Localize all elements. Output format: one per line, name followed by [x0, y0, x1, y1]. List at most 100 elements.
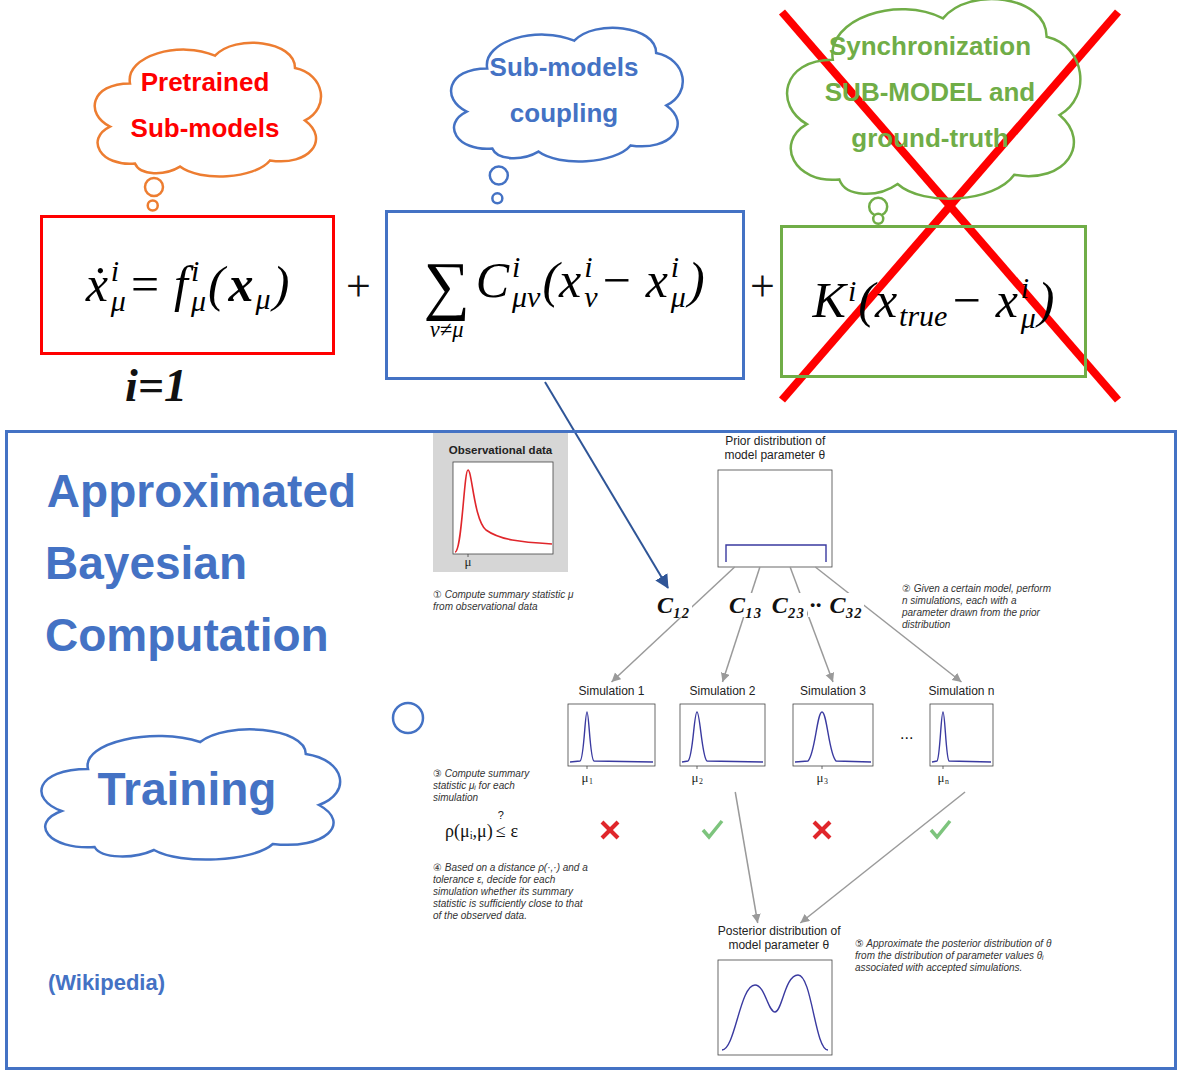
math-term: = f: [126, 256, 190, 312]
thought-bubble: [873, 214, 883, 224]
text-slot: Simulation 3: [793, 684, 873, 698]
tick-mark: [587, 766, 588, 769]
subscript: μ: [256, 282, 271, 315]
reject-mark: [602, 822, 618, 838]
simulated-curve: [570, 712, 653, 762]
math-term: (x: [540, 252, 583, 308]
posterior-curve: [722, 975, 828, 1050]
plot-panel: Posterior distribution of model paramete…: [708, 924, 850, 1056]
thought-bubble: [145, 178, 163, 196]
flow-arrow: [800, 792, 965, 923]
axis-label: μ: [691, 770, 699, 785]
step-note: ⑤ Approximate the posterior distribution…: [855, 938, 1051, 973]
subscript: μ: [111, 286, 126, 316]
text-slot: +: [750, 262, 775, 313]
observation-panel: [433, 432, 568, 572]
reject-stroke: [814, 822, 830, 838]
math-term: (: [206, 256, 227, 312]
index-stack: iμ: [1021, 273, 1036, 333]
ellipsis: ...: [900, 725, 913, 742]
plot-frame: [453, 462, 553, 554]
subscript: μν: [512, 282, 540, 312]
thought-cloud: Training: [22, 715, 352, 865]
axis-label: μ: [464, 554, 472, 569]
equation-box: ∑ν≠μCiμν(xiν− xiμ): [385, 210, 745, 380]
cloud-path: [95, 43, 321, 177]
cloud-text-area: Training: [22, 715, 352, 865]
tolerance-symbol: ε: [511, 821, 519, 841]
sum-index: ν≠μ: [423, 318, 469, 343]
math-term: ): [1036, 272, 1057, 328]
flow-arrow: [612, 567, 735, 682]
comparison-sign: ≤: [496, 821, 506, 841]
cloud-label: Pretrained Sub-models: [125, 59, 285, 151]
text-slot: i=1: [125, 360, 187, 413]
cloud-text-area: Sub-models coupling: [436, 13, 692, 167]
reject-stroke: [602, 822, 618, 838]
step-note: ③ Compute summary statistic μᵢ for each …: [433, 768, 529, 803]
text-slot: μ3: [810, 770, 834, 790]
math-term: C: [474, 252, 511, 308]
superscript: i: [671, 252, 686, 282]
text-slot: ⑤ Approximate the posterior distribution…: [855, 938, 1060, 974]
text-slot: ③ Compute summary statistic μᵢ for each …: [433, 768, 545, 804]
plot-frame: [568, 704, 655, 766]
index-stack: iμ: [111, 256, 126, 316]
text-slot: μ2: [685, 770, 709, 790]
observed-curve: [455, 470, 552, 552]
accept-stroke: [703, 821, 722, 837]
cloud-label: Training: [98, 762, 277, 817]
prior-curve: [726, 545, 826, 562]
subscript: ν: [584, 282, 597, 312]
axis-label: μ: [816, 770, 824, 785]
superscript: i: [1021, 273, 1036, 303]
text-slot: C₁₃: [727, 593, 764, 617]
thought-cloud: Synchronization SUB-MODEL and ground-tru…: [768, 0, 1092, 207]
cloud-text-area: Pretrained Sub-models: [80, 28, 330, 182]
plot-frame: [793, 704, 873, 766]
coupling-parameter: C₁₃: [729, 592, 762, 618]
reject-stroke: [602, 822, 618, 838]
plot-panel: Prior distribution of model parameter θ: [712, 434, 838, 567]
thought-cloud: Pretrained Sub-models: [80, 28, 330, 182]
index-stack: iμ: [671, 252, 686, 312]
vector-symbol: x: [227, 256, 256, 312]
math-term: − x: [947, 272, 1019, 328]
coupling-parameter: C₁₂: [657, 592, 690, 618]
panel-heading: Approximated Bayesian Computation: [45, 465, 356, 661]
plot-title: Observational data: [448, 444, 552, 456]
strike-line: [782, 12, 1118, 400]
equation: ∑ν≠μCiμν(xiν− xiμ): [423, 248, 706, 343]
superscript: i: [512, 252, 540, 282]
tick-mark: [697, 766, 698, 769]
source-note: (Wikipedia): [47, 970, 166, 995]
cloud-label: Synchronization SUB-MODEL and ground-tru…: [820, 23, 1040, 161]
superscript: i: [191, 256, 206, 286]
text-slot: ④ Based on a distance ρ(·,·) and a toler…: [433, 862, 593, 922]
plot-panel: Simulation 2μ2: [680, 684, 765, 790]
strike-line: [782, 12, 1118, 400]
text-slot: Prior distribution of model parameter θ: [712, 434, 838, 462]
thought-bubble-chain: [490, 167, 508, 204]
reject-stroke: [814, 822, 830, 838]
subscript: 1: [589, 777, 593, 786]
sum-sign: ∑: [423, 253, 469, 318]
accept-mark: [931, 821, 950, 837]
text-slot: Approximated Bayesian Computation: [45, 455, 395, 671]
text-slot: ε: [511, 822, 519, 840]
text-slot: C₂₃: [770, 593, 807, 617]
accept-mark: [703, 821, 722, 837]
thought-bubble: [490, 167, 508, 185]
distance-formula: ρ(μᵢ,μ): [445, 821, 493, 841]
step-note: ② Given a certain model, perform n simul…: [902, 583, 1051, 630]
plot-title: Simulation n: [928, 684, 995, 698]
thought-bubble: [148, 201, 158, 211]
math-term: (x: [856, 272, 899, 328]
simulated-curve: [682, 712, 763, 762]
equation-box: ẋiμ= fiμ(xμ): [40, 215, 335, 355]
plot-title: Posterior distribution of model paramete…: [717, 924, 840, 952]
text-slot: μn: [931, 770, 955, 790]
ellipsis: ··: [810, 592, 822, 618]
text-slot: (Wikipedia): [47, 970, 166, 996]
plot-title: Prior distribution of model parameter θ: [724, 434, 825, 462]
